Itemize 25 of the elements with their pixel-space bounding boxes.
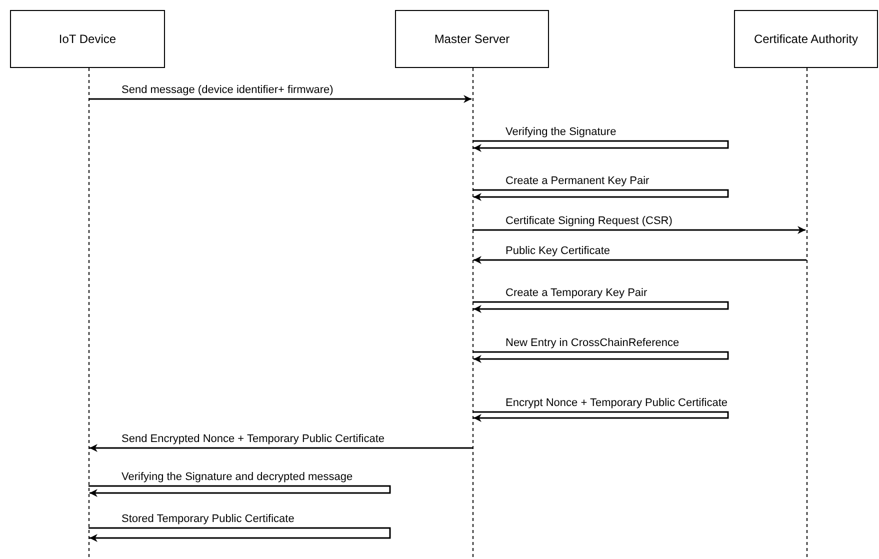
participant-box: Certificate Authority xyxy=(734,10,878,68)
participant-box: IoT Device xyxy=(10,10,165,68)
message-arrow xyxy=(472,301,729,313)
message-arrow xyxy=(474,256,806,264)
message-arrow xyxy=(472,226,806,234)
edge-label: Public Key Certificate xyxy=(504,245,612,258)
edge-label: Create a Temporary Key Pair xyxy=(504,287,648,300)
edge-label: Verifying the Signature xyxy=(504,126,618,139)
message-arrow xyxy=(90,444,472,452)
edge-label: Certificate Signing Request (CSR) xyxy=(504,215,674,228)
edge-label: Send Encrypted Nonce + Temporary Public Certificate xyxy=(120,433,386,446)
message-arrow xyxy=(88,527,391,542)
message-arrow xyxy=(472,411,729,422)
edge-label: Verifying the Signature and decrypted message xyxy=(120,471,354,484)
participant-box: Master Server xyxy=(395,10,549,68)
edge-label: Send message (device identifier+ firmware) xyxy=(120,84,334,97)
message-arrow xyxy=(88,95,472,103)
edge-label: Stored Temporary Public Certificate xyxy=(120,513,296,526)
edge-label: New Entry in CrossChainReference xyxy=(504,337,680,350)
message-arrow xyxy=(472,351,729,363)
edge-label: Create a Permanent Key Pair xyxy=(504,175,650,188)
message-arrow xyxy=(472,189,729,201)
message-arrow xyxy=(88,485,391,497)
message-arrow xyxy=(472,140,729,152)
edge-label: Encrypt Nonce + Temporary Public Certificate xyxy=(504,397,729,410)
